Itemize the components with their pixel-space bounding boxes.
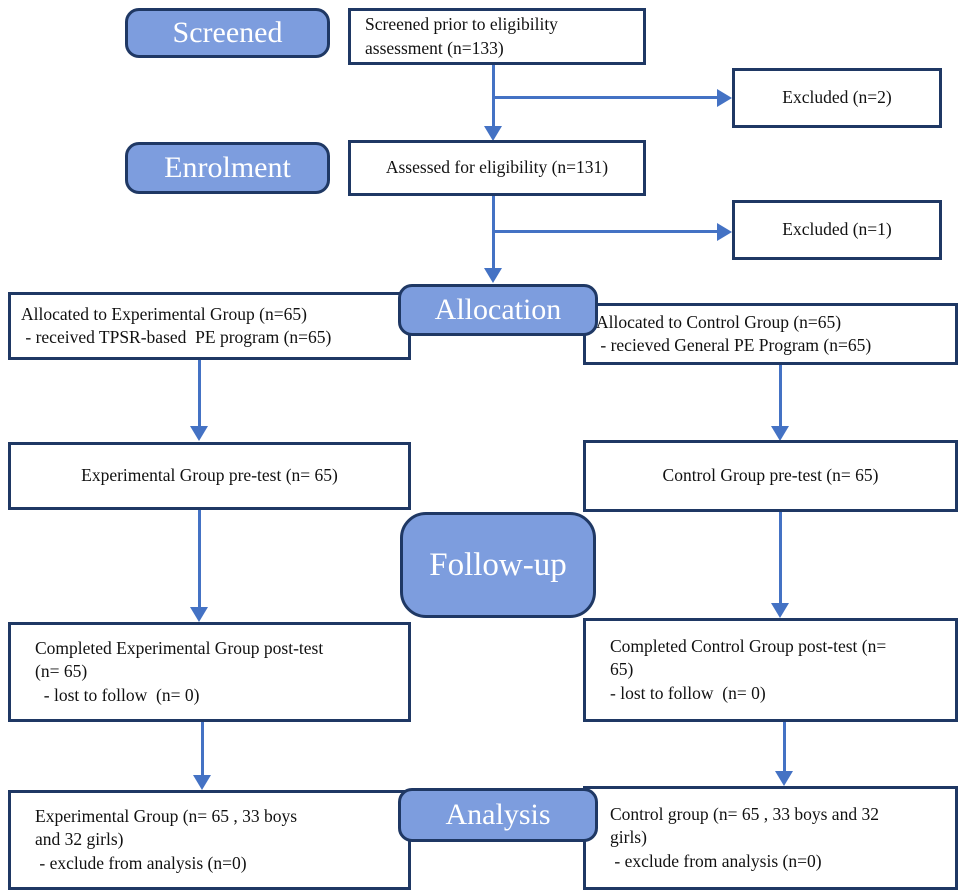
- box-analysis-experimental: Experimental Group (n= 65 , 33 boys and …: [8, 790, 411, 890]
- connector-pretestctrl-down: [779, 512, 782, 604]
- arrowhead-to-pretest-exp: [190, 426, 208, 441]
- stage-label-analysis: Analysis: [398, 788, 598, 842]
- arrowhead-to-allocation: [484, 268, 502, 283]
- box-pretest-experimental-text: Experimental Group pre-test (n= 65): [81, 465, 338, 486]
- box-analysis-experimental-text: Experimental Group (n= 65 , 33 boys and …: [35, 806, 298, 873]
- arrowhead-to-excluded-top: [717, 89, 732, 107]
- connector-posttestexp-down: [201, 722, 204, 776]
- box-allocated-experimental: Allocated to Experimental Group (n=65) -…: [8, 292, 411, 360]
- connector-branch-excluded-mid: [492, 230, 718, 233]
- connector-posttestctrl-down: [783, 722, 786, 772]
- stage-label-allocation: Allocation: [398, 284, 598, 336]
- arrowhead-to-excluded-mid: [717, 223, 732, 241]
- box-allocated-experimental-text: Allocated to Experimental Group (n=65) -…: [21, 303, 332, 347]
- stage-label-followup: Follow-up: [400, 512, 596, 618]
- arrowhead-to-posttest-exp: [190, 607, 208, 622]
- box-allocated-control: Allocated to Control Group (n=65) - reci…: [583, 303, 958, 365]
- box-posttest-control-text: Completed Control Group post-test (n= 65…: [610, 636, 887, 703]
- arrowhead-to-posttest-ctrl: [771, 603, 789, 618]
- stage-label-screened: Screened: [125, 8, 330, 58]
- arrowhead-to-assessed: [484, 126, 502, 141]
- box-analysis-control-text: Control group (n= 65 , 33 boys and 32 gi…: [610, 804, 879, 871]
- box-posttest-control: Completed Control Group post-test (n= 65…: [583, 618, 958, 722]
- box-analysis-control: Control group (n= 65 , 33 boys and 32 gi…: [583, 786, 958, 890]
- connector-allocexp-down: [198, 360, 201, 426]
- connector-allocctrl-down: [779, 364, 782, 426]
- connector-branch-excluded-top: [492, 96, 718, 99]
- box-pretest-control-text: Control Group pre-test (n= 65): [662, 465, 879, 486]
- connector-pretestexp-down: [198, 510, 201, 608]
- arrowhead-to-analysis-exp: [193, 775, 211, 790]
- stage-label-enrolment: Enrolment: [125, 142, 330, 194]
- arrowhead-to-analysis-ctrl: [775, 771, 793, 786]
- box-excluded-mid-text: Excluded (n=1): [782, 219, 892, 240]
- box-posttest-experimental: Completed Experimental Group post-test (…: [8, 622, 411, 722]
- box-excluded-mid: Excluded (n=1): [732, 200, 942, 260]
- box-excluded-top: Excluded (n=2): [732, 68, 942, 128]
- box-excluded-top-text: Excluded (n=2): [782, 87, 892, 108]
- arrowhead-to-pretest-ctrl: [771, 426, 789, 441]
- box-assessed: Assessed for eligibility (n=131): [348, 140, 646, 196]
- connector-assessed-down: [492, 196, 495, 270]
- box-screened-text: Screened prior to eligibility assessment…: [365, 14, 558, 58]
- box-allocated-control-text: Allocated to Control Group (n=65) - reci…: [596, 311, 872, 355]
- box-screened: Screened prior to eligibility assessment…: [348, 8, 646, 65]
- box-pretest-experimental: Experimental Group pre-test (n= 65): [8, 442, 411, 510]
- box-assessed-text: Assessed for eligibility (n=131): [385, 157, 609, 178]
- box-pretest-control: Control Group pre-test (n= 65): [583, 440, 958, 512]
- box-posttest-experimental-text: Completed Experimental Group post-test (…: [35, 638, 324, 705]
